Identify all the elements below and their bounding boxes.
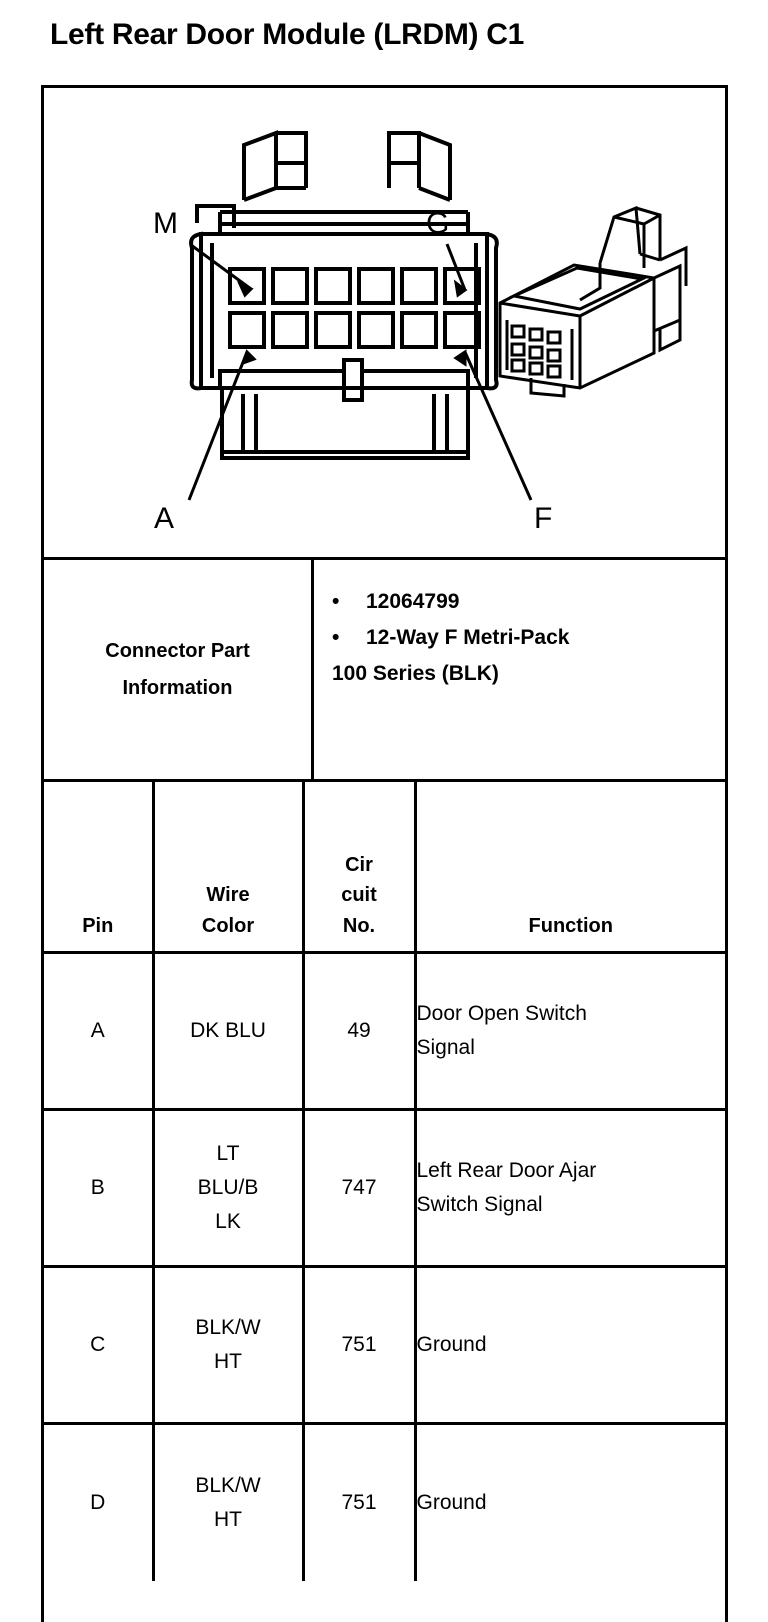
cell-pin: C: [44, 1265, 155, 1424]
connector-detail-frame: M G A F Connector Part Information • 120…: [41, 85, 728, 1622]
table-row: C BLK/W HT 751 Ground: [44, 1265, 725, 1424]
part-description-bullet: • 12-Way F Metri-Pack: [332, 620, 725, 656]
callout-label-a: A: [154, 502, 174, 535]
bullet-icon: •: [332, 590, 340, 613]
cell-wire-color: LT BLU/B LK: [153, 1108, 305, 1267]
part-info-label-line-2: Information: [122, 676, 233, 699]
column-header-circuit-no: Cir cuit No.: [303, 779, 417, 953]
part-info-label-line-1: Connector Part: [105, 639, 250, 662]
table-row: D BLK/W HT 751 Ground: [44, 1422, 725, 1581]
callout-label-g: G: [426, 207, 449, 240]
column-header-function: Function: [415, 779, 725, 953]
part-number-bullet: • 12064799: [332, 584, 725, 620]
pin-table: Pin Wire Color Cir cuit No. Function A: [44, 779, 725, 1581]
connector-part-information-value: • 12064799 • 12-Way F Metri-Pack 100 Ser…: [314, 560, 725, 779]
cell-function: Ground: [415, 1422, 725, 1581]
column-header-wire-color: Wire Color: [153, 779, 305, 953]
cell-function: Ground: [415, 1265, 725, 1424]
cell-circuit-no: 751: [303, 1422, 417, 1581]
part-series-value: 100 Series (BLK): [332, 662, 499, 686]
cell-circuit-no: 49: [303, 951, 417, 1110]
table-header-row: Pin Wire Color Cir cuit No. Function: [44, 779, 725, 953]
cell-pin: A: [44, 951, 155, 1110]
cell-function: Door Open Switch Signal: [415, 951, 725, 1110]
cell-wire-color: BLK/W HT: [153, 1265, 305, 1424]
column-header-pin: Pin: [44, 779, 155, 953]
page-title: Left Rear Door Module (LRDM) C1: [50, 18, 525, 51]
table-row: A DK BLU 49 Door Open Switch Signal: [44, 951, 725, 1110]
cell-function: Left Rear Door Ajar Switch Signal: [415, 1108, 725, 1267]
cell-wire-color: BLK/W HT: [153, 1422, 305, 1581]
connector-part-information-label: Connector Part Information: [44, 560, 314, 779]
part-number-value: 12064799: [366, 590, 460, 613]
callout-label-m: M: [153, 207, 178, 240]
connector-illustration: M G A F: [44, 88, 725, 557]
cell-pin: B: [44, 1108, 155, 1267]
cell-circuit-no: 747: [303, 1108, 417, 1267]
cell-circuit-no: 751: [303, 1265, 417, 1424]
part-description-value: 12-Way F Metri-Pack: [366, 626, 570, 650]
table-row: B LT BLU/B LK 747 Left Rear Door Ajar Sw…: [44, 1108, 725, 1267]
cell-wire-color: DK BLU: [153, 951, 305, 1110]
callout-label-f: F: [534, 502, 552, 535]
cell-pin: D: [44, 1422, 155, 1581]
bullet-icon: •: [332, 626, 340, 650]
connector-part-information-row: Connector Part Information • 12064799 • …: [44, 557, 725, 779]
